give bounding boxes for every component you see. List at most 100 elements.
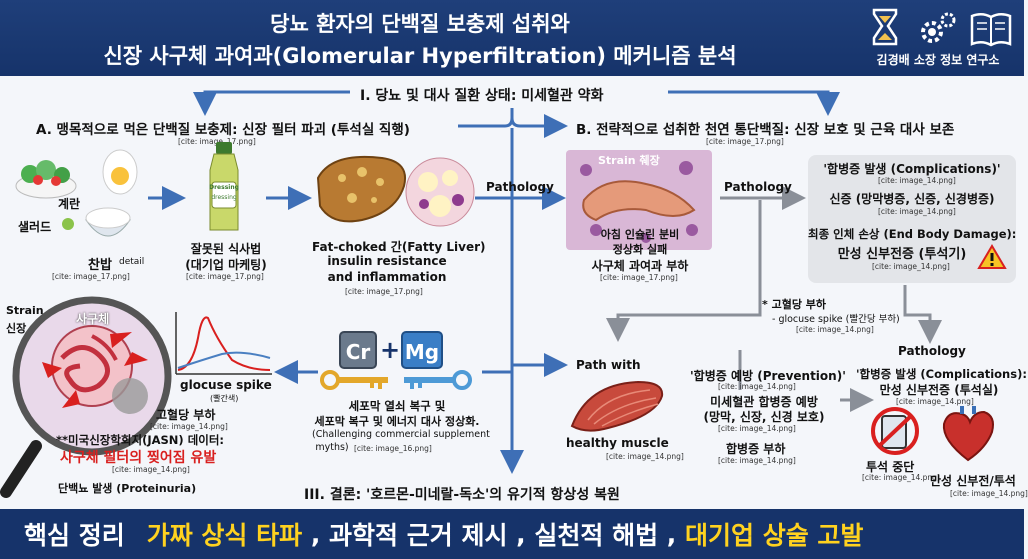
dressing-label-1: 잘못된 식사법: [190, 242, 262, 256]
kidney-magnifier-illustration: [0, 296, 172, 498]
glomerulus-label: 사구체: [76, 312, 110, 326]
right-complications-cite-3: [cite: image_14.png]: [950, 489, 1028, 498]
gold-key-icon: [320, 370, 388, 390]
dressing-cite: [cite: image_17.png]: [186, 272, 264, 281]
blue-key-icon: [404, 370, 472, 390]
glucose-load-label-2: - glocuse spike (빨간당 부하): [772, 314, 900, 325]
glucose-spike-label: glocuse spike: [180, 378, 272, 392]
egg-icon: [102, 149, 138, 195]
complications-cite-2: [cite: image_14.png]: [878, 207, 956, 216]
dressing-bottle-text-1: Dressing: [209, 184, 239, 191]
filter-tear-label: 사구체 필터의 찢어짐 유발: [60, 450, 217, 466]
footer-lead: 핵심 정리: [24, 521, 125, 550]
final-damage-label: 만성 신부전/투석: [930, 474, 1016, 488]
footer-sep-1: ,: [302, 519, 330, 549]
kidney-cite-2: [cite: image_14.png]: [112, 465, 190, 474]
liver-label-3: and inflammation: [327, 270, 447, 284]
chromium-symbol: Cr: [345, 340, 371, 364]
proteinuria-label: 단백뇨 발생 (Proteinuria): [58, 482, 197, 495]
right-complications-cite-1: [cite: image_14.png]: [896, 397, 974, 406]
complications-line-1: 신증 (망막병증, 신증, 신경병증): [829, 192, 995, 206]
arrow-glucose-load: [606, 200, 762, 342]
muscle-label: healthy muscle: [566, 436, 669, 450]
gears-icon: [921, 12, 956, 43]
minerals-label-3: (Challenging commercial supplement: [312, 429, 490, 440]
prevention-cite-1: [cite: image_14.png]: [718, 382, 796, 391]
dialysis-stop-label: 투석 중단: [866, 460, 915, 474]
glucose-spike-sub: (빨간색): [210, 394, 239, 403]
arrow-split: [458, 108, 562, 126]
complications-cite-3: [cite: image_14.png]: [872, 262, 950, 271]
complications-line-2: 최종 인체 손상 (End Body Damage):: [808, 227, 1017, 241]
chromium-tile: [339, 331, 377, 369]
heart-icon: [942, 406, 994, 462]
pancreas-cite: [cite: image_17.png]: [600, 273, 678, 282]
liver-icon: [316, 155, 406, 223]
fatty-liver-illustration: [316, 155, 475, 227]
title-line-2: 신장 사구체 과여과(Glomerular Hyperfiltration) 메…: [103, 44, 737, 68]
salad-label: 샐러드: [18, 220, 52, 234]
complications-title: '합병증 발생 (Complications)': [823, 162, 1001, 176]
minerals-label-2: 세포막 복구 및 에너지 대사 정상화.: [314, 415, 480, 428]
pancreas-strain-label: Strain 췌장: [598, 154, 660, 167]
glucose-load-cite: [cite: image_14.png]: [796, 325, 874, 334]
pathology-label-3: Pathology: [898, 344, 966, 358]
liver-label-1: Fat-choked 간(Fatty Liver): [312, 240, 486, 254]
muscle-title: Path with: [576, 358, 641, 372]
spike-curve: [177, 316, 271, 371]
warning-icon: [977, 244, 1007, 269]
mineral-keys-illustration: [320, 331, 472, 390]
rice-bowl-icon: [85, 207, 131, 237]
pancreas-label-1: 아침 인슐린 분비: [600, 228, 680, 241]
title-line-1: 당뇨 환자의 단백질 보충제 섭취와: [270, 12, 570, 36]
food-illustration: [15, 149, 138, 237]
pathology-label-2: Pathology: [724, 180, 792, 194]
red-arrows-icon: [42, 332, 148, 408]
book-icon: [970, 13, 1012, 47]
footer-point-3: 실천적 해법: [534, 521, 659, 550]
right-complications-line: 만성 신부전증 (투석실): [879, 383, 999, 397]
footer-sep-2: ,: [507, 519, 535, 549]
muscle-icon: [570, 380, 664, 432]
minerals-label-1: 세포막 열쇠 복구 및: [348, 399, 446, 413]
magnesium-symbol: Mg: [404, 340, 440, 364]
complications-cite-1: [cite: image_14.png]: [878, 176, 956, 185]
dressing-label-2: (대기업 마케팅): [185, 258, 267, 272]
arrow-to-b: [668, 90, 840, 116]
torn-filter-icon: [112, 378, 148, 414]
baseline-curve: [177, 351, 271, 369]
salad-cite: [cite: image_17.png]: [52, 272, 130, 281]
summary-footer: 핵심 정리 가짜 상식 타파 , 과학적 근거 제시 , 실천적 해법 , 대기…: [0, 509, 1024, 559]
pancreas-tissue-illustration: [566, 150, 712, 250]
brand-label: 김경배 소장 정보 연구소: [876, 53, 1000, 67]
prevention-cite-2: [cite: image_14.png]: [718, 424, 796, 433]
section-one-heading: I. 당뇨 및 대사 질환 상태: 미세혈관 약화: [360, 88, 604, 104]
egg-label: 계란: [58, 197, 81, 211]
footer-point-1: 가짜 상식 타파: [146, 521, 303, 550]
liver-label-2: insulin resistance: [327, 254, 447, 268]
section-a-cite: [cite: image_17.png]: [178, 137, 256, 146]
muscle-cite: [cite: image_14.png]: [606, 452, 684, 461]
plus-sign: +: [379, 336, 401, 364]
footer-point-2: 과학적 근거 제시: [329, 521, 508, 550]
section-b-heading: B. 전략적으로 섭취한 천연 통단백질: 신장 보호 및 근육 대사 보존: [576, 122, 955, 138]
prevention-cite-3: [cite: image_14.png]: [718, 456, 796, 465]
salad-bowl-icon: [15, 160, 77, 199]
greens-icon: [62, 218, 74, 230]
right-complications-cite-2: [cite: image_14.png]: [862, 473, 940, 482]
header-bar: [0, 0, 1024, 76]
section-b-cite: [cite: image_17.png]: [706, 137, 784, 146]
pancreas-label-3: 사구체 과여과 부하: [591, 259, 689, 273]
hourglass-icon: [872, 8, 898, 46]
detail-label: detail: [119, 257, 145, 267]
liver-cite: [cite: image_17.png]: [345, 287, 423, 296]
kidney-cite-1: [cite: image_14.png]: [150, 422, 228, 431]
glucose-spike-graph: [175, 312, 272, 375]
right-complications-title: '합병증 발생 (Complications):: [856, 367, 1027, 381]
prevention-line-1: 미세혈관 합병증 예방: [710, 395, 818, 409]
dressing-bottle-text-2: dressing: [211, 194, 237, 201]
kidney-organ-label: 신장: [6, 322, 27, 335]
arrow-to-a: [193, 90, 350, 116]
dialysis-stop-icon: [871, 407, 919, 455]
